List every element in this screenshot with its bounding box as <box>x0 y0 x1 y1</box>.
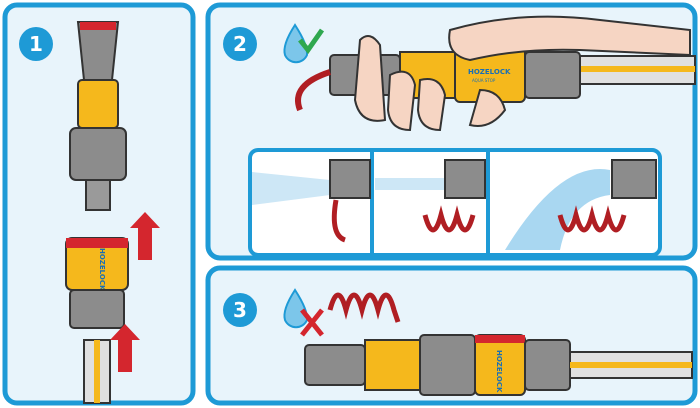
hand-holding-connector: HOZELOCK AQUA STOP <box>329 15 696 132</box>
wide-spray <box>505 169 610 250</box>
brand-label: HOZELOCK <box>468 68 511 76</box>
check-icon <box>298 28 325 55</box>
model-label: AQUA STOP <box>472 78 496 83</box>
step-2-panel: 2 HOZELOCK AQUA STOP <box>205 2 698 261</box>
step-1-panel: 1 HOZELOCK <box>2 2 196 406</box>
jet-spray <box>252 172 330 205</box>
step-1-number: 1 <box>29 32 43 56</box>
step-3-badge <box>223 293 257 327</box>
spray-nozzle-icon <box>69 21 127 211</box>
step-2-badge <box>223 27 257 61</box>
step-3-panel: 3 HOZELOCK <box>205 265 698 406</box>
hose-icon <box>83 339 111 404</box>
step-1-badge <box>19 27 53 61</box>
rotate-arrow-icon <box>331 199 347 243</box>
water-drop-icon <box>283 288 309 329</box>
brand-label: HOZELOCK <box>495 350 503 393</box>
rotate-arrow-icon <box>327 292 401 323</box>
assembled-connector-icon: HOZELOCK <box>304 334 693 396</box>
rotate-arrow-icon <box>295 69 331 112</box>
rotate-arrow-icon <box>557 205 627 233</box>
arrow-up-icon <box>110 324 140 372</box>
step-3-number: 3 <box>233 298 247 322</box>
brand-label: HOZELOCK <box>98 248 106 291</box>
stream-spray <box>375 178 445 190</box>
cross-icon <box>300 308 324 337</box>
arrow-up-icon <box>130 212 160 260</box>
step-2-number: 2 <box>233 32 247 56</box>
rotate-arrow-icon <box>422 205 476 233</box>
aquastop-connector-icon: HOZELOCK <box>65 237 129 329</box>
spray-mode-panels <box>248 148 662 257</box>
